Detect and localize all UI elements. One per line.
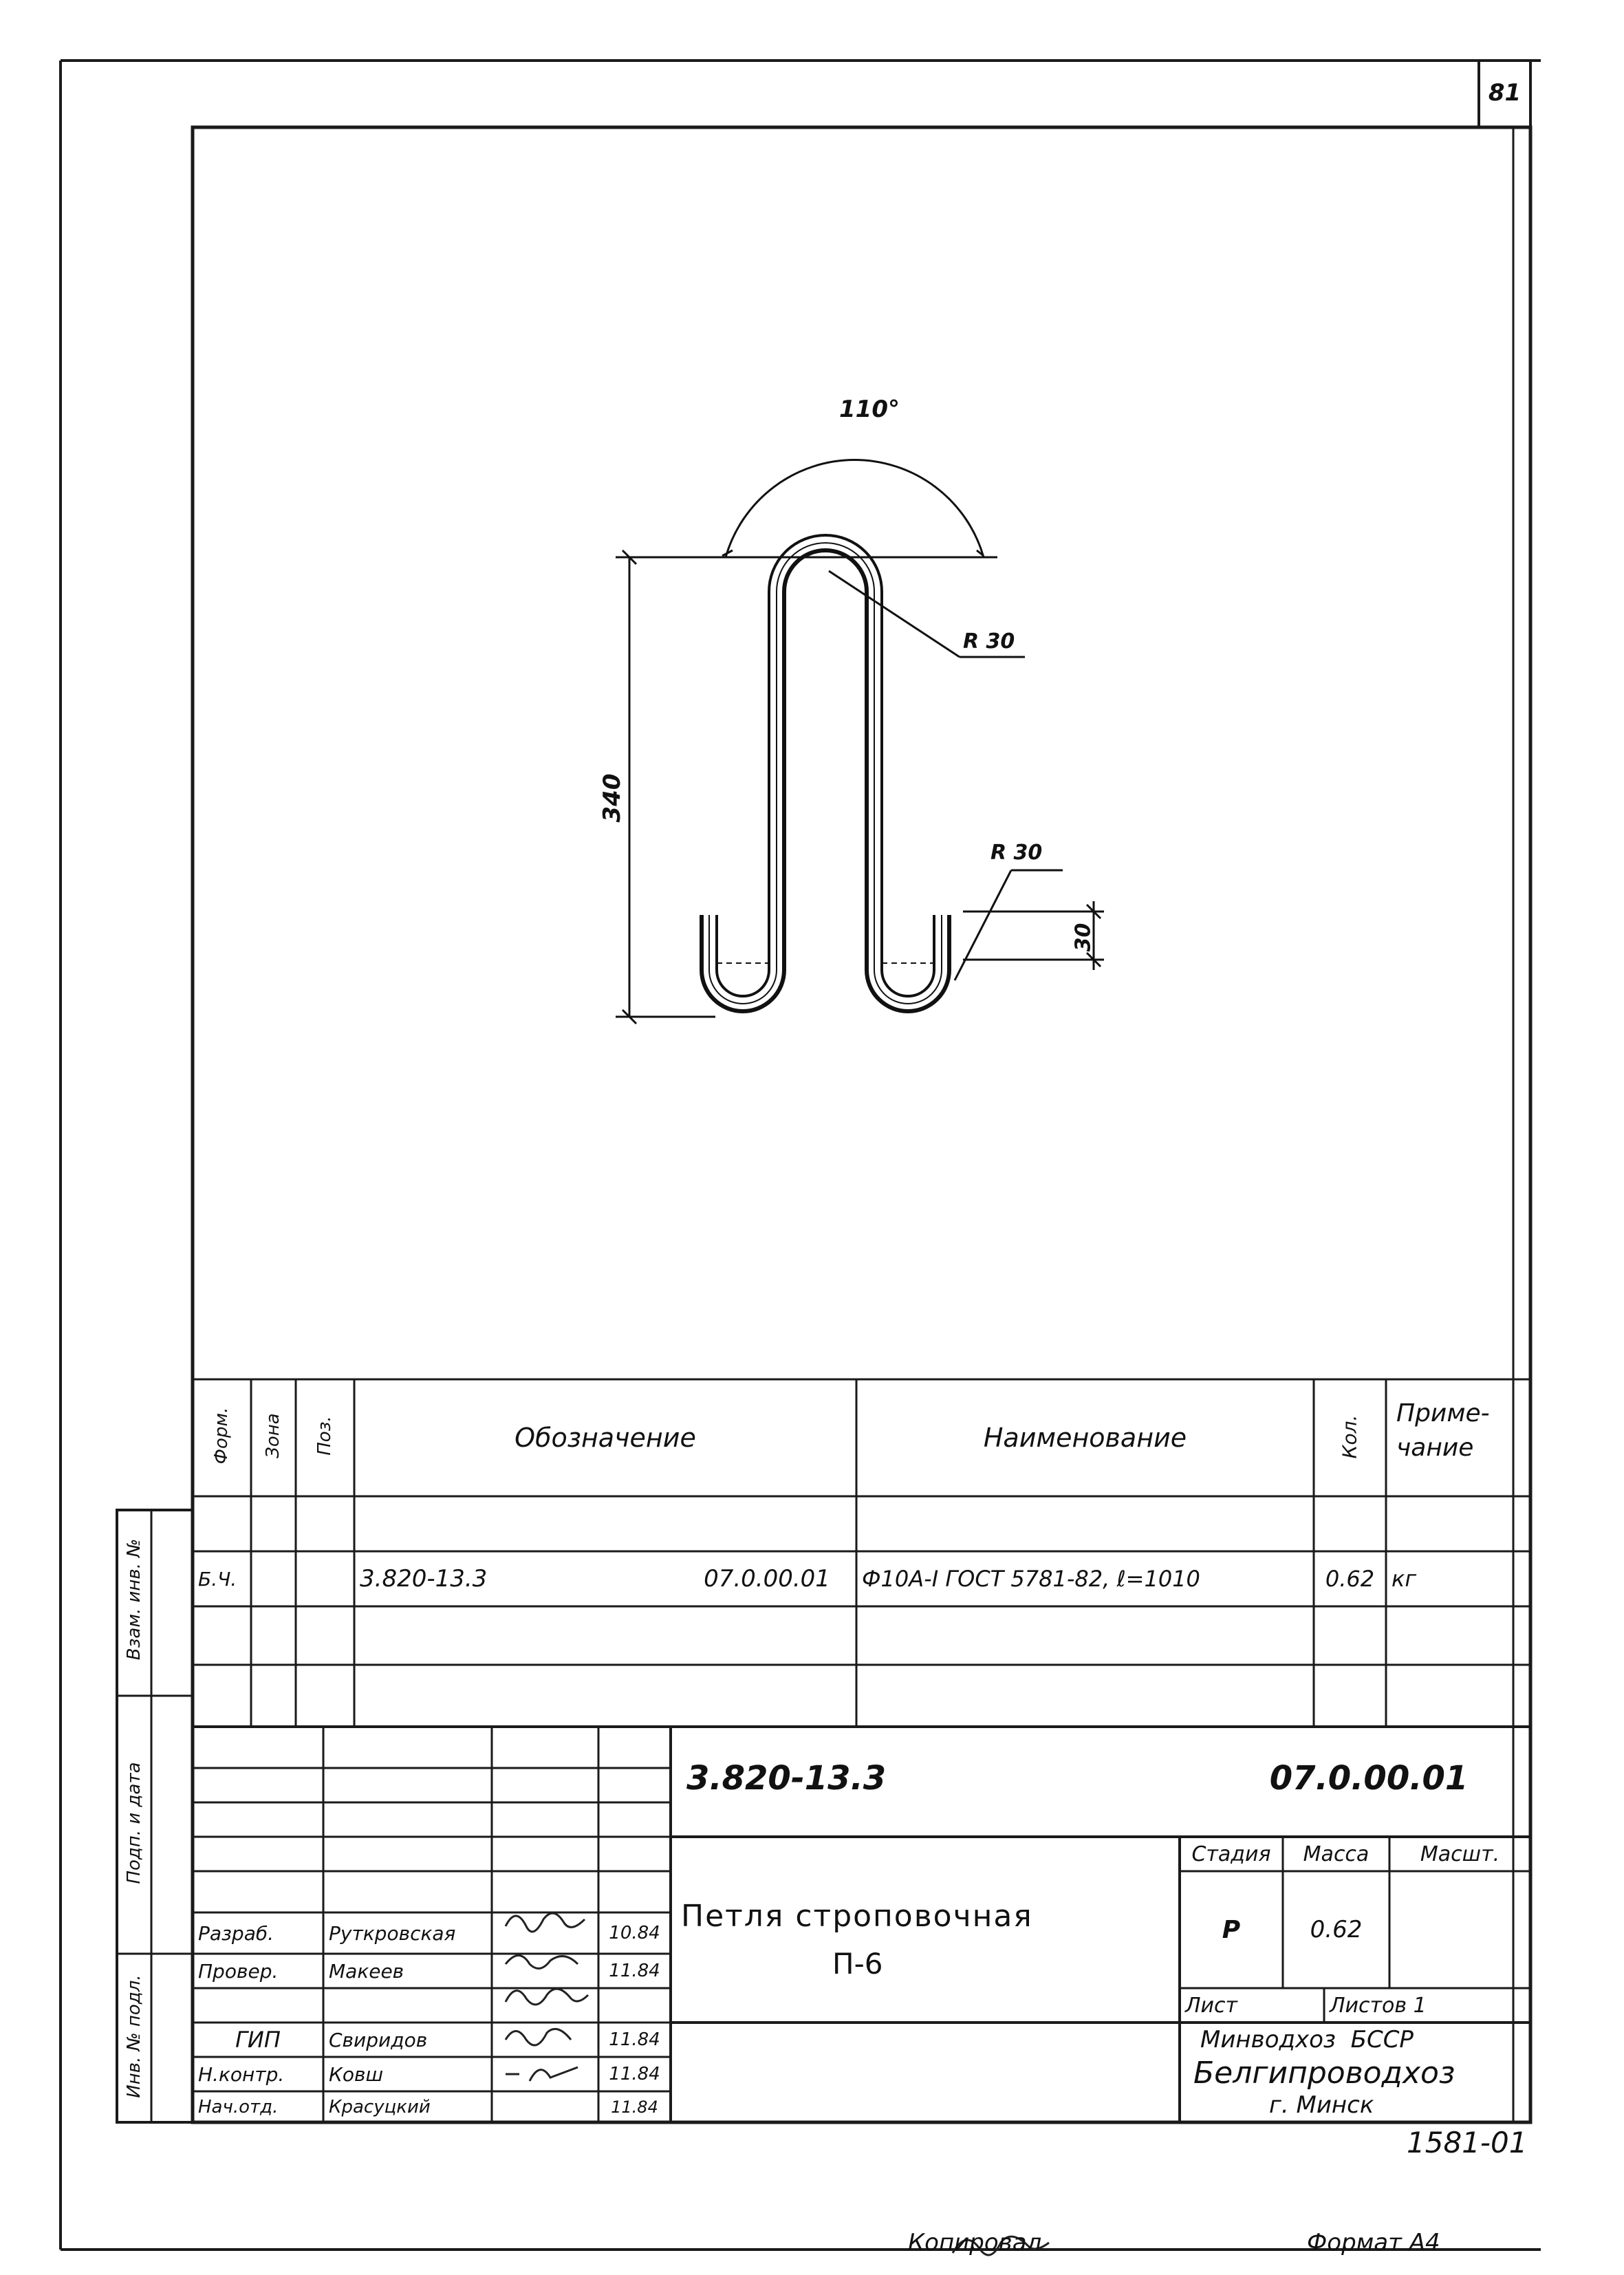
header-name: Наименование [983, 1423, 1187, 1453]
date-0: 10.84 [609, 1923, 660, 1943]
row-note: кг [1392, 1566, 1417, 1592]
hook-height-label: 30 [1071, 923, 1096, 952]
copied-by-label: Копировал [908, 2229, 1042, 2256]
row-qty: 0.62 [1325, 1566, 1375, 1592]
org-line-1: Минводхоз БССР [1200, 2026, 1414, 2053]
header-qty: Кол. [1338, 1414, 1361, 1459]
role-2: ГИП [235, 2027, 281, 2053]
height-dimension-label: 340 [598, 773, 626, 823]
date-4: 11.84 [611, 2097, 658, 2117]
sheet-number: 81 [1488, 79, 1522, 107]
loop-drawing [616, 459, 1104, 1025]
org-line-3: г. Минск [1269, 2091, 1374, 2119]
sheet-label: Лист [1185, 1993, 1238, 2018]
org-line-2: Белгипроводхоз [1193, 2056, 1455, 2091]
row-designation-right: 07.0.00.01 [704, 1565, 830, 1593]
format-label: Формат А4 [1307, 2229, 1440, 2256]
sheets-label: Листов 1 [1330, 1993, 1427, 2018]
radius-bottom-label: R 30 [990, 841, 1043, 865]
name-2: Свиридов [329, 2028, 428, 2051]
row-designation-left: 3.820-13.3 [360, 1565, 488, 1593]
stage-value: Р [1222, 1915, 1241, 1944]
header-note: Приме- чание [1396, 1399, 1490, 1463]
signatures [504, 1912, 1050, 2256]
radius-top-label: R 30 [963, 629, 1015, 654]
row-format: Б.Ч. [198, 1567, 237, 1591]
date-3: 11.84 [609, 2064, 660, 2084]
name-3: Ковш [329, 2062, 384, 2086]
side-label-vzam: Взам. инв. № [124, 1538, 144, 1661]
mass-header: Масса [1303, 1842, 1369, 1866]
header-designation: Обозначение [515, 1423, 696, 1453]
date-2: 11.84 [609, 2029, 660, 2050]
title-code-right: 07.0.00.01 [1269, 1759, 1469, 1798]
drawing-subtitle: П-6 [832, 1947, 883, 1981]
header-zone: Зона [263, 1413, 283, 1458]
scale-header: Масшт. [1420, 1842, 1500, 1866]
angle-label: 110° [839, 396, 900, 423]
side-label-inv: Инв. № подл. [124, 1974, 144, 2098]
date-1: 11.84 [609, 1961, 660, 1981]
header-pos: Поз. [314, 1416, 335, 1456]
role-4: Нач.отд. [198, 2096, 279, 2117]
header-format: Форм. [211, 1407, 232, 1465]
role-0: Разраб. [198, 1921, 274, 1945]
name-0: Руткровская [329, 1921, 456, 1945]
stage-header: Стадия [1191, 1842, 1271, 1866]
side-label-podp: Подп. и дата [124, 1762, 144, 1884]
mass-value: 0.62 [1310, 1916, 1363, 1943]
title-code-left: 3.820-13.3 [686, 1759, 887, 1798]
document-number: 1581-01 [1407, 2126, 1528, 2159]
row-name: Ф10А-I ГОСТ 5781-82, ℓ=1010 [862, 1566, 1200, 1592]
role-1: Провер. [198, 1959, 279, 1983]
role-3: Н.контр. [198, 2062, 285, 2086]
drawing-title: Петля строповочная [681, 1899, 1033, 1934]
name-1: Макеев [329, 1959, 404, 1983]
name-4: Красуцкий [329, 2096, 431, 2117]
